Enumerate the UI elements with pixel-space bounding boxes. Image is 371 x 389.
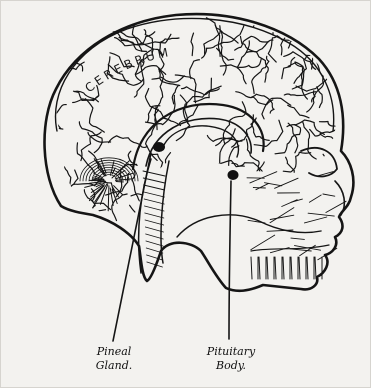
pineal-gland [153, 142, 165, 152]
fornix [163, 126, 238, 157]
nasal-bone [335, 181, 344, 215]
palate-line [177, 215, 321, 237]
gyrus-stroke [205, 203, 218, 209]
gyrus-stroke [207, 136, 242, 142]
pineal-label-line1: Pineal [83, 345, 145, 359]
gyrus-stroke [310, 198, 340, 226]
face-hatch-line [270, 215, 294, 219]
cerebrum-label: CEREBRUM [82, 45, 172, 95]
face-hatch-line [309, 195, 321, 202]
gyrus-stroke [191, 33, 194, 56]
gyrus-stroke [313, 154, 328, 175]
gyrus-stroke [172, 185, 205, 209]
tooth [251, 257, 258, 279]
tooth [259, 257, 266, 279]
gyrus-stroke [261, 189, 291, 199]
pineal-gland-callout: Pineal Gland. [83, 345, 145, 373]
gyrus-stroke [182, 87, 220, 95]
cerebellum-hatch [108, 186, 109, 211]
gyrus-stroke [288, 123, 298, 153]
face-hatch-line [308, 213, 334, 216]
gyrus-stroke [60, 21, 71, 42]
gyrus-stroke [190, 60, 200, 79]
gyrus-stroke [320, 122, 339, 128]
face-hatch-line [275, 178, 299, 188]
gyrus-stroke [288, 105, 309, 118]
face-hatch-line [323, 194, 335, 196]
gyrus-stroke [27, 61, 57, 97]
tooth [299, 257, 306, 279]
gyrus-stroke [73, 96, 99, 103]
gyrus-stroke [85, 99, 104, 132]
face-hatch-line [291, 238, 305, 239]
cerebellum-hatch [116, 182, 123, 183]
jaw-line [251, 245, 329, 251]
gyrus-stroke [112, 194, 127, 221]
facial-bones-hatching [177, 172, 346, 260]
face-hatch-line [282, 200, 298, 207]
face-hatch-line [304, 217, 326, 223]
stem-hatch-line [144, 185, 165, 190]
gyrus-stroke [330, 5, 342, 32]
gyrus-stroke [172, 85, 179, 104]
stem-hatch-line [145, 206, 165, 211]
gyrus-stroke [248, 189, 270, 222]
face-hatch-line [270, 208, 294, 223]
gyrus-stroke [336, 76, 363, 84]
pituitary-label-line1: Pituitary [199, 345, 263, 359]
gyrus-stroke [211, 186, 238, 203]
gyrus-stroke [333, 34, 356, 80]
tooth [291, 257, 298, 279]
gyrus-stroke [38, 116, 61, 129]
gyrus-stroke [64, 167, 70, 185]
gyrus-stroke [175, 75, 196, 103]
gyrus-stroke [188, 183, 206, 188]
pituitary-leader-line [229, 181, 231, 339]
gyrus-stroke [319, 204, 332, 232]
face-hatch-line [250, 172, 277, 183]
gyrus-stroke [52, 23, 77, 62]
gyrus-stroke [317, 87, 322, 108]
gyrus-stroke [64, 39, 78, 49]
gyrus-stroke [280, 203, 310, 211]
stem-hatch-line [144, 199, 164, 204]
gyrus-stroke [309, 176, 327, 190]
gyrus-stroke [300, 1, 307, 25]
pituitary-body [228, 170, 239, 180]
stem-hatch-line [144, 192, 165, 197]
tooth [283, 257, 290, 279]
gyrus-stroke [284, 92, 316, 96]
corpus-callosum [133, 104, 264, 169]
face-hatch-line [251, 235, 275, 250]
gyrus-stroke [207, 175, 225, 204]
gyrus-stroke [316, 1, 334, 18]
gyrus-stroke [277, 157, 297, 190]
pituitary-label-line2: Body. [199, 359, 263, 373]
gyrus-stroke [231, 177, 266, 202]
face-hatch-line [256, 183, 269, 189]
gyrus-stroke [332, 25, 367, 38]
gyrus-stroke [158, 184, 185, 200]
gyrus-stroke [262, 98, 291, 119]
pineal-label-line2: Gland. [83, 359, 145, 373]
gyrus-stroke [307, 31, 328, 45]
tooth [275, 257, 282, 279]
teeth [251, 257, 322, 279]
gyrus-stroke [167, 170, 190, 205]
tooth [267, 257, 274, 279]
gyrus-stroke [282, 58, 295, 79]
gyrus-stroke [235, 180, 250, 211]
pituitary-body-callout: Pituitary Body. [199, 345, 263, 373]
gyrus-stroke [31, 200, 51, 208]
tooth [307, 257, 314, 279]
